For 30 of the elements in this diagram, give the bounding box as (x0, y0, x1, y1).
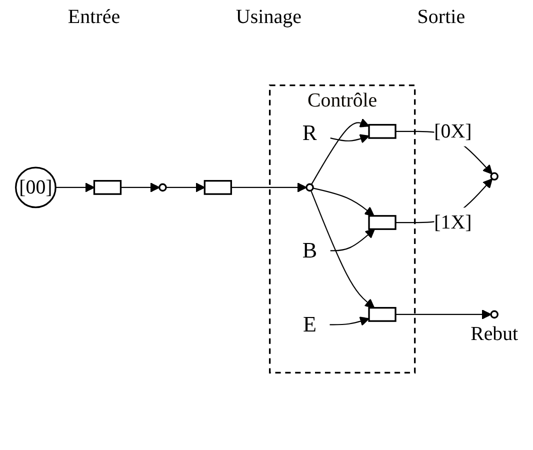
node-bar (203, 180, 232, 195)
arrow (55, 182, 94, 192)
edge-label: [0X] (434, 120, 472, 142)
edge-label: [1X] (434, 210, 472, 234)
arrow (395, 310, 491, 320)
node-bar (368, 124, 396, 139)
node-circle (158, 183, 166, 192)
arrow (166, 182, 205, 192)
arrow (310, 118, 369, 185)
node-circle (490, 172, 498, 181)
node-circle (490, 310, 498, 319)
node-text: E (302, 312, 316, 337)
node-bar (368, 215, 396, 230)
arrow (310, 190, 374, 308)
column-heading: Entrée (68, 6, 120, 29)
node-text: R (302, 121, 317, 146)
place-caption: Rebut (470, 322, 518, 345)
arrow (230, 182, 306, 192)
node-circle: [00] (14, 166, 56, 208)
node-bar (92, 180, 122, 195)
node-bar (368, 306, 396, 322)
arrow (329, 316, 369, 326)
arrow (312, 188, 374, 216)
arrow (330, 134, 369, 144)
arrow (120, 182, 160, 192)
column-heading: Sortie (417, 6, 466, 29)
node-text: B (302, 238, 317, 263)
arrow (330, 228, 375, 252)
node-circle (305, 183, 314, 192)
column-heading: Usinage (236, 6, 302, 29)
